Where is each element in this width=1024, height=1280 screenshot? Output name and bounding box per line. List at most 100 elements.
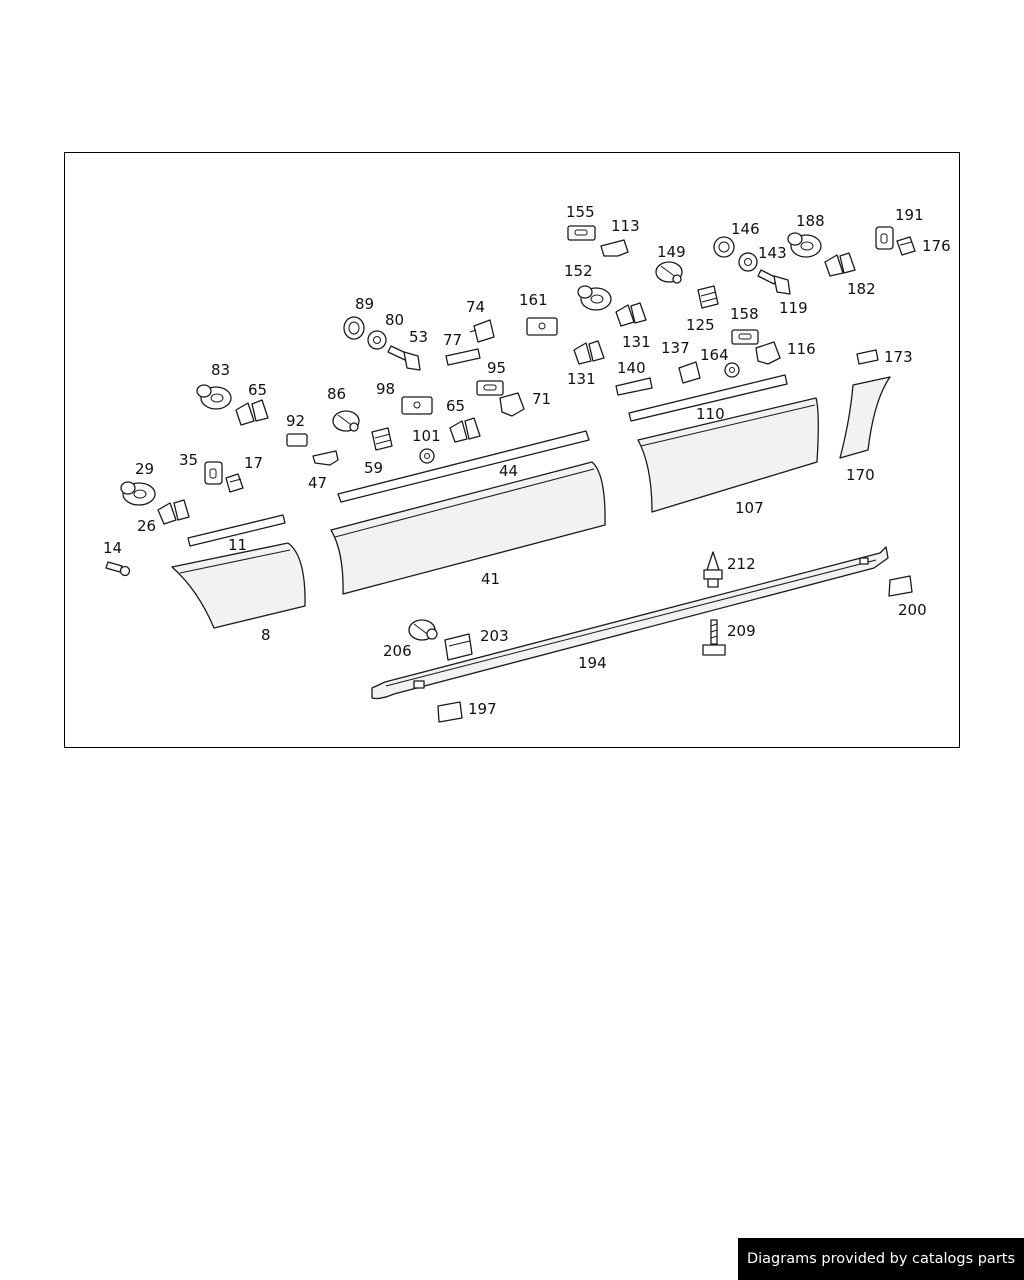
clip-65-left[interactable] xyxy=(235,399,269,426)
callout-149: 149 xyxy=(657,243,686,261)
strip-11[interactable] xyxy=(187,514,286,547)
pad-173[interactable] xyxy=(856,349,879,365)
screw-209[interactable] xyxy=(702,619,726,656)
callout-11: 11 xyxy=(228,536,247,554)
quarter-panel-170[interactable] xyxy=(839,376,891,459)
pad-158[interactable] xyxy=(731,329,759,345)
clip-212[interactable] xyxy=(703,551,723,588)
clip-137[interactable] xyxy=(678,361,701,384)
callout-8: 8 xyxy=(261,626,271,644)
bolt-53[interactable] xyxy=(387,345,421,371)
nut-89[interactable] xyxy=(343,316,365,340)
callout-77: 77 xyxy=(443,331,462,349)
clip-206[interactable] xyxy=(408,619,438,641)
callout-59: 59 xyxy=(364,459,383,477)
strip-44[interactable] xyxy=(337,430,590,503)
callout-110: 110 xyxy=(696,405,725,423)
clip-35[interactable] xyxy=(204,461,223,485)
callout-89: 89 xyxy=(355,295,374,313)
callout-92: 92 xyxy=(286,412,305,430)
callout-113: 113 xyxy=(611,217,640,235)
pad-98[interactable] xyxy=(401,396,433,415)
callout-194: 194 xyxy=(578,654,607,672)
callout-80: 80 xyxy=(385,311,404,329)
clip-131-upper[interactable] xyxy=(615,302,647,327)
callout-158: 158 xyxy=(730,305,759,323)
callout-47: 47 xyxy=(308,474,327,492)
strip-110[interactable] xyxy=(628,374,788,422)
clip-74[interactable] xyxy=(469,319,495,343)
clip-47[interactable] xyxy=(312,450,339,466)
clip-83[interactable] xyxy=(196,384,232,410)
callout-65-right: 65 xyxy=(446,397,465,415)
door-panel-41[interactable] xyxy=(330,461,606,595)
callout-173: 173 xyxy=(884,348,913,366)
clip-188[interactable] xyxy=(787,232,822,258)
callout-125: 125 xyxy=(686,316,715,334)
callout-71: 71 xyxy=(532,390,551,408)
end-cap-200[interactable] xyxy=(888,575,913,597)
callout-176: 176 xyxy=(922,237,951,255)
clip-203[interactable] xyxy=(444,633,473,661)
callout-119: 119 xyxy=(779,299,808,317)
callout-65-left: 65 xyxy=(248,381,267,399)
callout-14: 14 xyxy=(103,539,122,557)
callout-182: 182 xyxy=(847,280,876,298)
clip-116[interactable] xyxy=(755,341,781,365)
clip-26[interactable] xyxy=(157,499,190,525)
callout-155: 155 xyxy=(566,203,595,221)
callout-44: 44 xyxy=(499,462,518,480)
callout-203: 203 xyxy=(480,627,509,645)
callout-212: 212 xyxy=(727,555,756,573)
channel-77[interactable] xyxy=(445,348,481,366)
clip-131-lower[interactable] xyxy=(573,340,605,365)
callout-161: 161 xyxy=(519,291,548,309)
clip-113[interactable] xyxy=(600,239,629,257)
callout-131-upper: 131 xyxy=(622,333,651,351)
callout-53: 53 xyxy=(409,328,428,346)
clip-125[interactable] xyxy=(697,285,719,309)
clip-191[interactable] xyxy=(875,226,894,250)
footer-credit-banner: Diagrams provided by catalogs parts xyxy=(738,1238,1024,1280)
pad-161[interactable] xyxy=(526,317,558,336)
nut-146[interactable] xyxy=(713,236,735,258)
door-panel-107[interactable] xyxy=(637,397,819,513)
callout-209: 209 xyxy=(727,622,756,640)
callout-191: 191 xyxy=(895,206,924,224)
callout-86: 86 xyxy=(327,385,346,403)
callout-74: 74 xyxy=(466,298,485,316)
callout-137: 137 xyxy=(661,339,690,357)
end-cap-197[interactable] xyxy=(437,701,463,723)
clip-71[interactable] xyxy=(499,392,525,417)
clip-149[interactable] xyxy=(655,261,683,284)
pad-95[interactable] xyxy=(476,380,504,396)
callout-35: 35 xyxy=(179,451,198,469)
trim-panel-8[interactable] xyxy=(171,542,306,629)
clip-65-right[interactable] xyxy=(449,417,481,443)
clip-182[interactable] xyxy=(824,252,856,277)
screw-14[interactable] xyxy=(105,561,131,577)
callout-188: 188 xyxy=(796,212,825,230)
callout-200: 200 xyxy=(898,601,927,619)
pad-92[interactable] xyxy=(286,433,308,447)
clip-176[interactable] xyxy=(896,236,916,256)
callout-206: 206 xyxy=(383,642,412,660)
callout-146: 146 xyxy=(731,220,760,238)
washer-164[interactable] xyxy=(724,362,740,378)
callout-164: 164 xyxy=(700,346,729,364)
washer-101[interactable] xyxy=(419,448,435,464)
clip-29[interactable] xyxy=(120,481,156,506)
pad-155[interactable] xyxy=(567,225,596,241)
clip-59[interactable] xyxy=(371,427,393,451)
bolt-119[interactable] xyxy=(757,269,791,295)
washer-80[interactable] xyxy=(367,330,387,350)
rocker-panel-194[interactable] xyxy=(371,546,889,700)
callout-41: 41 xyxy=(481,570,500,588)
clip-17[interactable] xyxy=(225,473,244,493)
clip-86[interactable] xyxy=(332,410,360,432)
channel-140[interactable] xyxy=(615,377,653,396)
washer-143[interactable] xyxy=(738,252,758,272)
callout-143: 143 xyxy=(758,244,787,262)
clip-152[interactable] xyxy=(577,285,612,311)
